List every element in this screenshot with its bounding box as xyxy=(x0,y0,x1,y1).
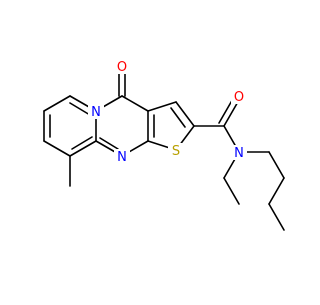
oxygen-label: O xyxy=(117,60,127,75)
butyl-chain xyxy=(238,151,285,231)
oxygen-label: O xyxy=(234,90,244,105)
amide-group xyxy=(193,96,240,153)
bond xyxy=(43,95,71,112)
bond xyxy=(121,95,149,112)
atom-label-imine-nitrogen: N xyxy=(114,149,130,165)
bond xyxy=(170,107,186,128)
thiophene-ring xyxy=(147,101,195,151)
bond xyxy=(69,102,91,116)
bond xyxy=(175,101,195,127)
nitrogen-label: N xyxy=(234,146,244,161)
nitrogen-label: N xyxy=(117,150,127,165)
molecule-structure: O N N S O N xyxy=(43,58,285,231)
atom-label-sulfur: S xyxy=(168,143,184,159)
bond xyxy=(223,99,240,127)
atom-label-carbonyl-oxygen: O xyxy=(114,58,130,75)
nitrogen-label: N xyxy=(91,105,101,120)
bond xyxy=(268,177,285,205)
bond xyxy=(223,177,240,205)
pyridine-ring xyxy=(43,95,97,157)
pyrimidinone-ring xyxy=(95,95,155,157)
molecule-canvas: O N N S O N xyxy=(43,58,285,231)
atom-label-amide-nitrogen: N xyxy=(231,145,247,161)
bond xyxy=(71,136,93,150)
sulfur-label: S xyxy=(172,144,180,159)
bond xyxy=(99,137,119,150)
bond xyxy=(69,140,97,157)
atom-label-amide-oxygen: O xyxy=(231,88,247,105)
bond xyxy=(43,140,71,157)
bond xyxy=(268,151,285,179)
bond xyxy=(268,203,285,231)
bond xyxy=(147,101,177,112)
atom-label-bridgehead-nitrogen: N xyxy=(88,104,104,120)
